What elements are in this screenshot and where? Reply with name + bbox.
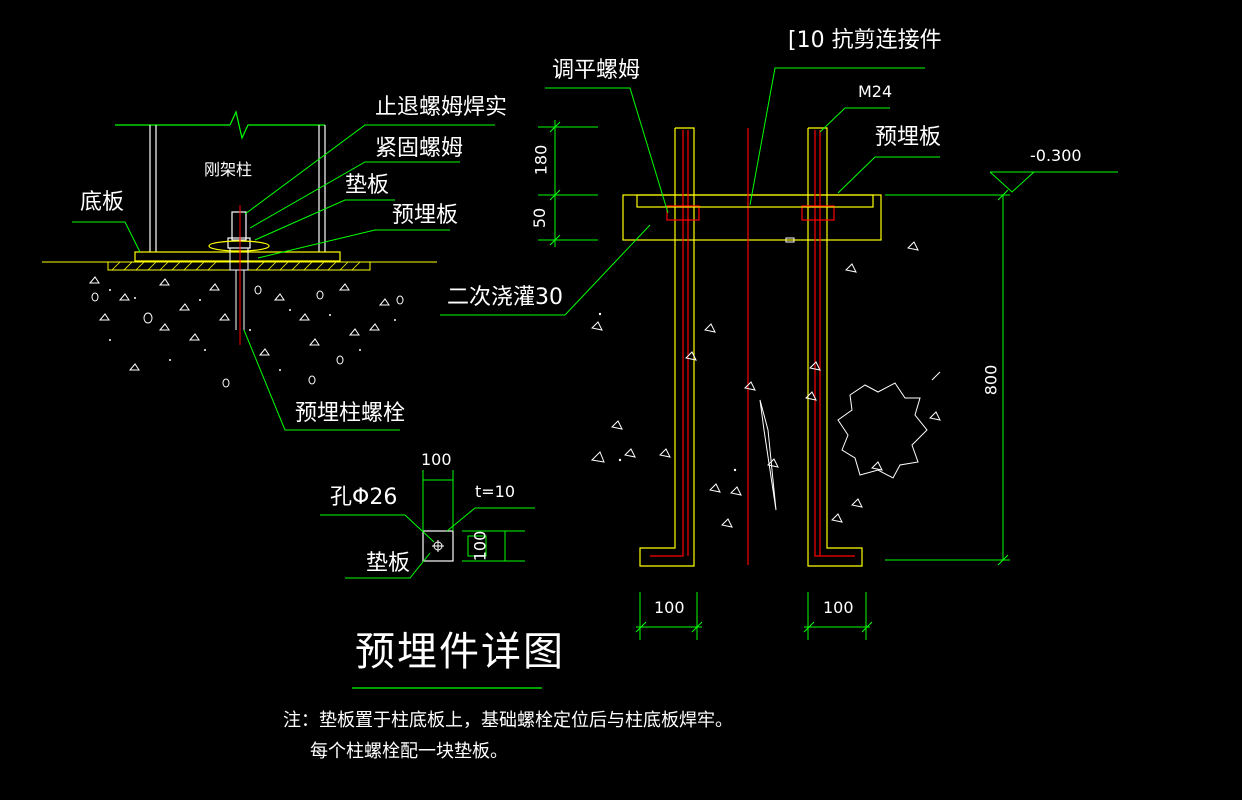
- dim-100-left: 100: [654, 598, 685, 617]
- label-embedded-plate-right: 预埋板: [875, 125, 942, 150]
- label-washer-top: 垫板: [345, 173, 390, 198]
- dimension-lines: [440, 67, 1118, 640]
- dim-180: 180: [531, 144, 551, 176]
- label-leveling-nut: 调平螺姆: [552, 58, 641, 83]
- dim-100-plate-top: 100: [421, 450, 452, 469]
- washer-plate-detail: [320, 470, 535, 579]
- label-base-plate: 底板: [80, 190, 125, 215]
- concrete-dots: [109, 289, 396, 371]
- label-fastening-nut: 紧固螺姆: [375, 136, 464, 161]
- dim-100-right: 100: [823, 598, 854, 617]
- label-elevation: -0.300: [1030, 146, 1082, 165]
- label-embedded-column-bolt: 预埋柱螺栓: [295, 401, 406, 426]
- dim-800: 800: [981, 364, 1001, 396]
- label-m24: M24: [858, 82, 893, 101]
- drawing-title: 预埋件详图: [355, 629, 565, 675]
- label-embedded-plate-left: 预埋板: [392, 203, 459, 228]
- note-line-2: 每个柱螺栓配一块垫板。: [310, 741, 508, 762]
- label-shear-connector: [10 抗剪连接件: [788, 28, 942, 53]
- column-base-detail: [42, 110, 495, 431]
- concrete-aggregate: [88, 276, 404, 388]
- label-rigid-frame-column: 刚架柱: [204, 160, 253, 179]
- label-secondary-grout: 二次浇灌30: [447, 285, 563, 310]
- note-line-1: 注：垫板置于柱底板上，基础螺栓定位后与柱底板焊牢。: [283, 710, 733, 731]
- label-hole-dia: 孔Φ26: [330, 485, 398, 510]
- label-thickness: t=10: [475, 482, 516, 501]
- label-stop-nut-weld: 止退螺姆焊实: [375, 95, 508, 120]
- label-washer-bottom: 垫板: [366, 551, 411, 576]
- dim-100-plate-side: 100: [470, 530, 490, 562]
- anchor-elevation-detail: [440, 67, 1118, 640]
- dim-50: 50: [530, 207, 550, 229]
